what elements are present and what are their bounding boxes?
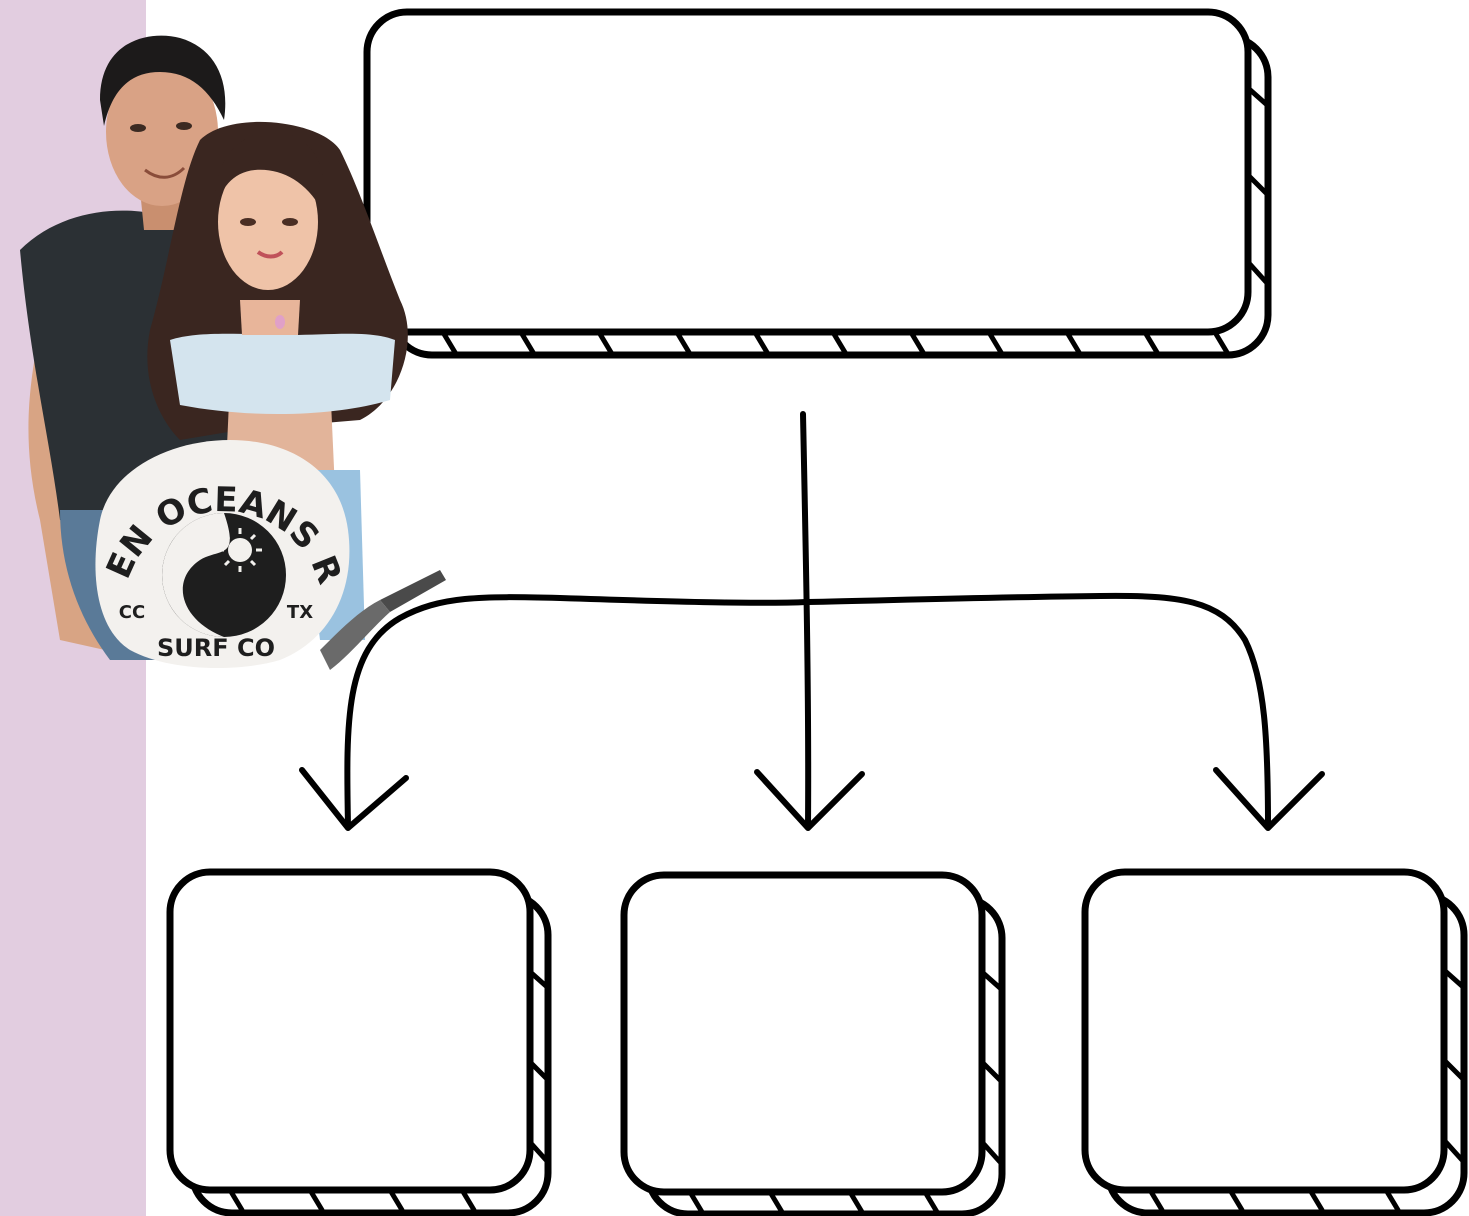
center-arrowhead [754,769,865,831]
bottom-box-left [166,868,552,1216]
bottom-box-right [1081,868,1468,1216]
bottom-box-right-outline [1081,868,1448,1194]
top-box-outline [363,8,1252,336]
right-arrowhead [1213,767,1325,831]
sun-icon [218,528,262,572]
badge-left-text: CC [119,602,145,623]
bottom-box-center [620,871,1006,1216]
left-arrowhead [299,767,409,831]
connectors [299,411,1325,831]
wave-icon [162,513,230,637]
branch-connector-line [344,592,1271,829]
top-box [363,8,1272,359]
badge-right-text: TX [287,602,313,623]
bottom-box-left-outline [166,868,534,1194]
center-connector-line [800,411,812,829]
bottom-box-center-outline [620,871,986,1196]
badge-bottom-text: SURF CO [157,634,275,662]
